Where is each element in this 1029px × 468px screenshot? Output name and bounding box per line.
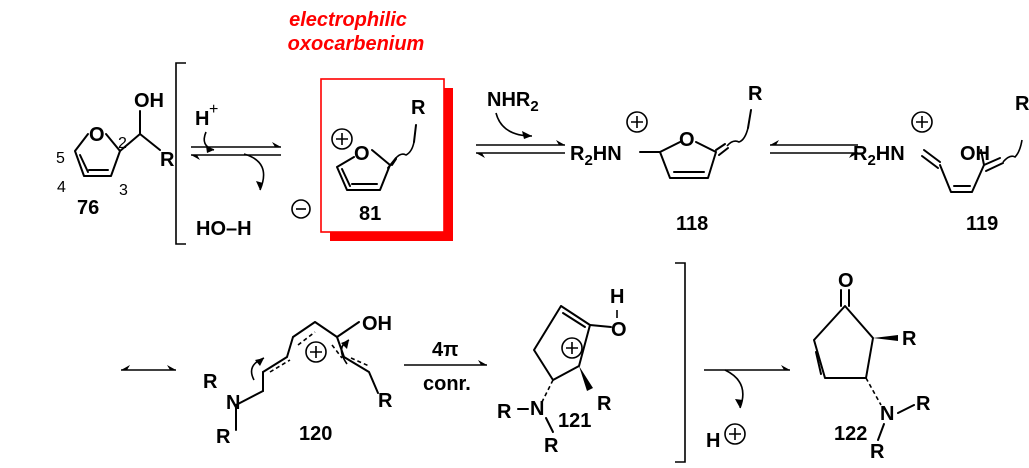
amine-reagent: NHR2 bbox=[487, 89, 539, 139]
compound-119: R2HN OH R 119 bbox=[853, 93, 1029, 235]
label-compound-122: 122 bbox=[834, 423, 867, 445]
atom-iminium: R2HN bbox=[853, 143, 905, 169]
atom-ring-oxygen: O bbox=[679, 129, 695, 151]
highlight-line-1: electrophilic bbox=[289, 9, 407, 31]
allyl-cation-plus bbox=[561, 337, 583, 359]
atom-r-substituent: R bbox=[870, 441, 885, 463]
acid-reagent: H + bbox=[195, 101, 218, 153]
compound-76: O OH R 2 3 4 5 76 bbox=[56, 90, 175, 219]
atom-hydroxyl: OH bbox=[362, 313, 392, 335]
atom-amine-nitrogen: N bbox=[530, 398, 544, 420]
reagent-water: HO–H bbox=[196, 218, 252, 240]
atom-r-substituent: R bbox=[160, 149, 175, 171]
pentadienyl-plus bbox=[305, 341, 327, 363]
locant-3: 3 bbox=[119, 182, 128, 199]
atom-carbonyl-oxygen: O bbox=[838, 270, 854, 292]
atom-r-substituent: R bbox=[748, 83, 763, 105]
atom-r-substituent: R bbox=[1015, 93, 1029, 115]
water-release: HO–H bbox=[196, 153, 311, 240]
atom-amine-nitrogen: N bbox=[226, 392, 240, 414]
atom-r-substituent: R bbox=[378, 390, 393, 412]
equilibrium-arrow-3 bbox=[770, 140, 858, 158]
compound-118: R2HN O R 118 bbox=[570, 83, 763, 235]
label-compound-121: 121 bbox=[558, 410, 591, 432]
atom-hydroxyl: OH bbox=[134, 90, 164, 112]
bracket-left bbox=[175, 62, 186, 245]
released-proton: H bbox=[706, 430, 720, 452]
label-compound-120: 120 bbox=[299, 423, 332, 445]
atom-furan-oxygen: O bbox=[89, 124, 105, 146]
atom-hydroxyl-oxygen: O bbox=[611, 319, 627, 341]
atom-enol-hydroxyl: OH bbox=[960, 143, 990, 165]
reaction-condition-conrotatory: conr. bbox=[423, 373, 471, 395]
atom-r-substituent: R bbox=[203, 371, 218, 393]
compound-81: O R 81 bbox=[331, 97, 426, 225]
atom-hydrogen: H bbox=[610, 286, 624, 308]
compound-121: H O N R R R 121 bbox=[497, 286, 627, 457]
atom-amine-nitrogen: N bbox=[880, 403, 894, 425]
atom-r-substituent: R bbox=[597, 393, 612, 415]
locant-2: 2 bbox=[118, 135, 127, 152]
oxocarbenium-plus bbox=[331, 128, 353, 150]
compound-120: N R R OH R 120 bbox=[203, 313, 393, 448]
electrocyclization-arrow: 4π conr. bbox=[404, 339, 487, 395]
atom-r-substituent: R bbox=[544, 435, 559, 457]
label-compound-81: 81 bbox=[359, 203, 381, 225]
reaction-condition-4pi: 4π bbox=[432, 339, 458, 361]
reagent-proton-charge: + bbox=[209, 101, 218, 118]
atom-r-substituent: R bbox=[916, 393, 931, 415]
proton-plus bbox=[724, 423, 746, 445]
atom-r-substituent: R bbox=[902, 328, 917, 350]
equilibrium-arrow-1 bbox=[191, 142, 281, 160]
reagent-amine: NHR2 bbox=[487, 89, 539, 115]
ammonium-plus bbox=[626, 111, 648, 133]
iminium-plus bbox=[911, 111, 933, 133]
minus-charge bbox=[291, 199, 311, 219]
equilibrium-arrow-2 bbox=[476, 140, 565, 158]
label-compound-76: 76 bbox=[77, 197, 99, 219]
label-compound-119: 119 bbox=[966, 213, 998, 235]
compound-122: O R N R R 122 bbox=[813, 270, 931, 463]
locant-4: 4 bbox=[57, 179, 66, 196]
label-compound-118: 118 bbox=[676, 213, 708, 235]
atom-ammonium: R2HN bbox=[570, 143, 622, 169]
locant-5: 5 bbox=[56, 150, 65, 167]
resonance-arrow bbox=[121, 365, 176, 371]
atom-r-substituent: R bbox=[497, 401, 512, 423]
atom-oxonium: O bbox=[354, 143, 370, 165]
atom-r-substituent: R bbox=[411, 97, 426, 119]
highlight-line-2: oxocarbenium bbox=[288, 33, 425, 55]
atom-r-substituent: R bbox=[216, 426, 231, 448]
reagent-proton: H bbox=[195, 108, 209, 130]
deprotonation: H bbox=[704, 365, 790, 452]
bracket-right bbox=[675, 262, 686, 463]
